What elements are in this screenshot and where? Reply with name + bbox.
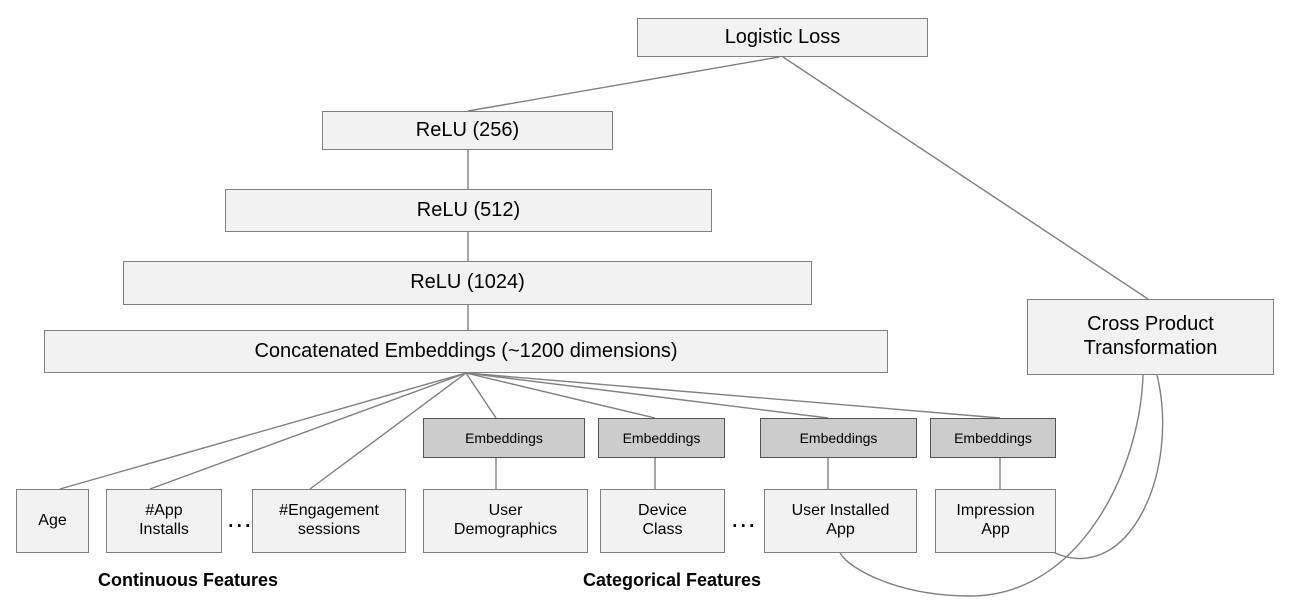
ellipsis-categorical-text: ... [731,503,757,533]
node-feature-impression-app-line2: App [981,521,1010,538]
edge-crossproduct-to-impressionapp [1054,374,1164,560]
edge-concat-to-age [59,372,467,490]
node-feature-engagement-sessions[interactable]: #Engagement sessions [252,489,406,553]
node-embeddings-1[interactable]: Embeddings [423,418,585,458]
ellipsis-continuous: ... [227,505,253,532]
node-relu-256-label: ReLU (256) [415,118,520,141]
node-embeddings-3-label: Embeddings [799,429,878,446]
node-relu-256[interactable]: ReLU (256) [322,111,613,150]
ellipsis-continuous-text: ... [227,503,253,533]
node-cross-product-line1: Cross Product [1087,313,1214,336]
node-cross-product-line2: Transformation [1083,337,1218,359]
node-feature-device-class-line1: Device [638,502,687,520]
node-relu-1024-label: ReLU (1024) [410,271,525,294]
node-embeddings-3[interactable]: Embeddings [760,418,917,458]
node-logistic-loss[interactable]: Logistic Loss [637,18,928,57]
edge-concat-to-embedding-4 [465,372,1001,419]
node-cross-product-transformation[interactable]: Cross Product Transformation [1027,299,1274,375]
edge-concat-to-embedding-2 [465,372,656,419]
edge-concat-to-appinstalls [149,372,467,490]
node-feature-user-installed-app-line1: User Installed [791,502,890,520]
edge-concat-to-embedding-3 [465,372,829,419]
group-label-categorical-features: Categorical Features [583,570,761,591]
edge-concat-to-embedding-1 [465,372,497,419]
node-relu-512-label: ReLU (512) [416,198,521,221]
node-concatenated-embeddings[interactable]: Concatenated Embeddings (~1200 dimension… [44,330,888,373]
node-feature-impression-app[interactable]: Impression App [935,489,1056,553]
node-feature-user-demographics-line1: User [488,502,523,520]
group-label-continuous-features: Continuous Features [98,570,278,591]
edge-loss-to-crossproduct [782,56,1149,300]
node-feature-device-class[interactable]: Device Class [600,489,725,553]
node-embeddings-2-label: Embeddings [622,429,701,446]
group-label-categorical-features-text: Categorical Features [583,570,762,590]
node-relu-512[interactable]: ReLU (512) [225,189,712,232]
edge-loss-to-relu256 [467,56,780,112]
node-feature-engagement-sessions-line1: #Engagement [279,502,379,520]
node-feature-device-class-line2: Class [642,521,683,538]
node-concatenated-embeddings-label: Concatenated Embeddings (~1200 dimension… [254,339,678,362]
node-feature-app-installs-line1: #App [145,502,183,520]
node-feature-app-installs[interactable]: #App Installs [106,489,222,553]
node-embeddings-2[interactable]: Embeddings [598,418,725,458]
node-feature-user-demographics-line2: Demographics [453,521,558,538]
node-feature-user-installed-app[interactable]: User Installed App [764,489,917,553]
edge-crossproduct-to-userinstalledapp [839,374,1144,597]
group-label-continuous-features-text: Continuous Features [98,570,279,590]
node-relu-1024[interactable]: ReLU (1024) [123,261,812,305]
node-logistic-loss-label: Logistic Loss [724,25,841,48]
node-feature-user-installed-app-line2: App [826,521,855,538]
node-feature-age[interactable]: Age [16,489,89,553]
node-embeddings-1-label: Embeddings [465,429,543,446]
node-feature-age-line1: Age [38,511,67,529]
node-embeddings-4[interactable]: Embeddings [930,418,1056,458]
node-feature-user-demographics[interactable]: User Demographics [423,489,588,553]
ellipsis-categorical: ... [731,505,757,532]
node-feature-engagement-sessions-line2: sessions [297,521,361,538]
node-embeddings-4-label: Embeddings [954,429,1032,446]
node-feature-impression-app-line1: Impression [956,502,1035,520]
node-feature-app-installs-line2: Installs [139,521,189,538]
